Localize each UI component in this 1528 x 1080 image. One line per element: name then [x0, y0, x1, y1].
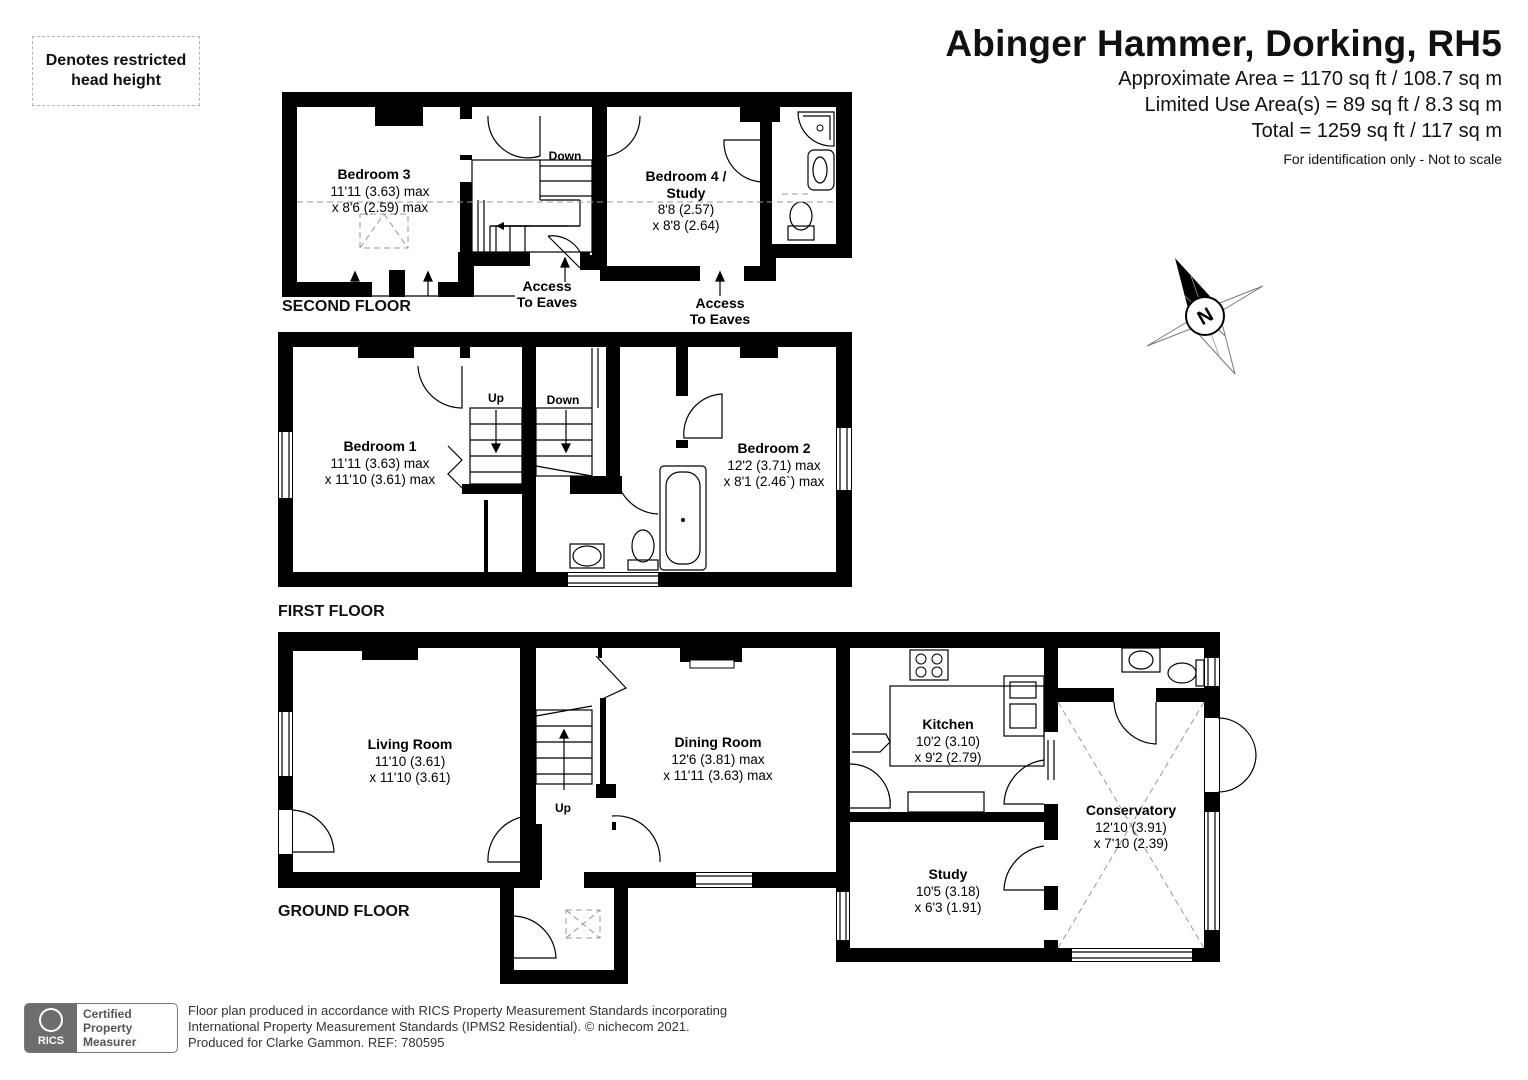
footer-line-1: Floor plan produced in accordance with R…	[188, 1003, 728, 1018]
property-address: Abinger Hammer, Dorking, RH5	[945, 23, 1502, 64]
stair-up-ground: Up	[555, 801, 571, 815]
study-name: Study	[929, 866, 968, 882]
eaves-access-2-line1: Access	[695, 295, 744, 311]
eaves-access-1-line2: To Eaves	[517, 294, 578, 310]
footer-line-2: International Property Measurement Stand…	[188, 1019, 690, 1034]
legend-line-1: Denotes restricted	[45, 52, 187, 69]
footer-line-3: Produced for Clarke Gammon. REF: 780595	[188, 1035, 445, 1050]
north-compass: N	[1146, 258, 1264, 375]
bedroom1-dim1: 11'11 (3.63) max	[331, 456, 430, 471]
bedroom3-name: Bedroom 3	[337, 166, 410, 182]
dining-room-dim1: 12'6 (3.81) max	[671, 752, 765, 767]
kitchen-dim2: x 9'2 (2.79)	[914, 750, 981, 765]
eaves-access-1-line1: Access	[522, 278, 571, 294]
identification-note: For identification only - Not to scale	[1283, 151, 1502, 167]
bedroom3-dim1: 11'11 (3.63) max	[331, 184, 430, 199]
limited-use-area: Limited Use Area(s) = 89 sq ft / 8.3 sq …	[1144, 94, 1502, 116]
legend-line-2: head height	[71, 72, 161, 89]
rics-cert-line-3: Measurer	[83, 1035, 137, 1049]
restricted-height-legend: Denotes restricted head height	[32, 36, 200, 106]
bedroom4-name2: Study	[667, 185, 706, 201]
total-area: Total = 1259 sq ft / 117 sq m	[1251, 120, 1502, 142]
first-floor-label: FIRST FLOOR	[278, 603, 385, 620]
bedroom1-dim2: x 11'10 (3.61) max	[325, 472, 436, 487]
stair-down-second: Down	[549, 149, 582, 163]
rics-cert-text: Certified Property Measurer	[77, 1004, 142, 1052]
rics-emblem-icon	[39, 1008, 63, 1032]
study-dim2: x 6'3 (1.91)	[914, 900, 981, 915]
ground-floor-plan	[278, 632, 1257, 984]
conservatory-name: Conservatory	[1086, 802, 1176, 818]
bedroom4-dim2: x 8'8 (2.64)	[652, 218, 719, 233]
conservatory-dim1: 12'10 (3.91)	[1095, 820, 1167, 835]
living-room-dim1: 11'10 (3.61)	[375, 754, 446, 769]
study-dim1: 10'5 (3.18)	[916, 884, 980, 899]
stair-up-first: Up	[488, 391, 504, 405]
kitchen-name: Kitchen	[922, 716, 973, 732]
dining-room-name: Dining Room	[674, 734, 761, 750]
bedroom2-dim2: x 8'1 (2.46`) max	[724, 474, 825, 489]
property-header: Abinger Hammer, Dorking, RH5 Approximate…	[945, 22, 1502, 170]
living-room-dim2: x 11'10 (3.61)	[369, 770, 450, 785]
bedroom4-dim1: 8'8 (2.57)	[658, 202, 715, 217]
bedroom4-name: Bedroom 4 /	[646, 168, 727, 184]
approximate-area: Approximate Area = 1170 sq ft / 108.7 sq…	[1118, 68, 1502, 90]
rics-certified-badge: RICS Certified Property Measurer	[24, 1003, 178, 1053]
rics-cert-line-1: Certified	[83, 1007, 132, 1021]
rics-seal: RICS	[25, 1004, 77, 1052]
stair-down-first: Down	[547, 393, 580, 407]
room-labels: Bedroom 3 11'11 (3.63) max x 8'6 (2.59) …	[325, 149, 1177, 915]
eaves-access-2-line2: To Eaves	[690, 311, 751, 327]
second-floor-label: SECOND FLOOR	[282, 298, 411, 315]
kitchen-dim1: 10'2 (3.10)	[916, 734, 980, 749]
conservatory-dim2: x 7'10 (2.39)	[1094, 836, 1169, 851]
ground-floor-label: GROUND FLOOR	[278, 903, 410, 920]
rics-cert-line-2: Property	[83, 1021, 133, 1035]
first-floor-plan	[278, 332, 852, 587]
footer-disclaimer: Floor plan produced in accordance with R…	[188, 1003, 727, 1051]
living-room-name: Living Room	[368, 736, 453, 752]
dining-room-dim2: x 11'11 (3.63) max	[663, 768, 773, 783]
bedroom2-dim1: 12'2 (3.71) max	[727, 458, 821, 473]
second-floor-plan	[282, 92, 852, 297]
rics-org-label: RICS	[37, 1035, 65, 1047]
bedroom3-dim2: x 8'6 (2.59) max	[332, 200, 429, 215]
bedroom1-name: Bedroom 1	[343, 438, 416, 454]
bedroom2-name: Bedroom 2	[737, 440, 810, 456]
